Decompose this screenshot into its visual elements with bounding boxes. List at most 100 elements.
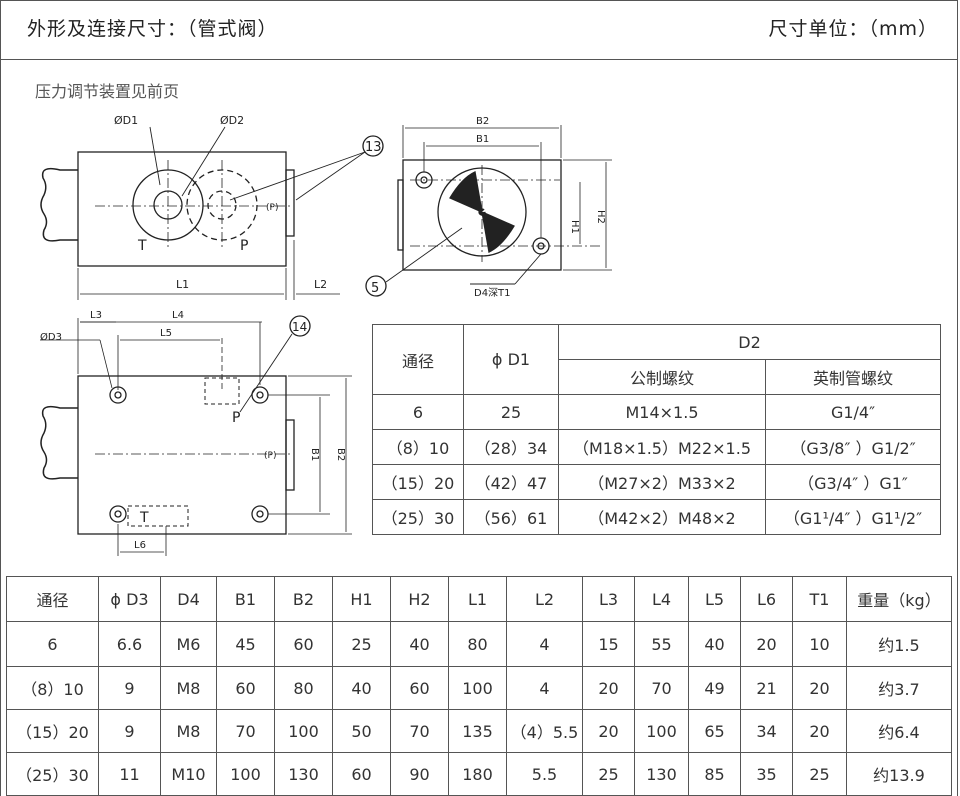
table-cell: 130: [274, 752, 333, 796]
b1-bottom-label: B1: [309, 448, 320, 461]
bore-header: 通径: [372, 324, 464, 395]
table-cell: 34: [740, 709, 793, 753]
d2-header: D2: [558, 324, 941, 360]
table-cell: 11: [98, 752, 161, 796]
h1-label: H1: [569, 220, 580, 234]
column-header: B2: [274, 576, 333, 622]
table-cell: 60: [332, 752, 391, 796]
table-cell: 135: [448, 709, 507, 753]
column-header: T1: [792, 576, 847, 622]
column-header: D4: [160, 576, 217, 622]
callout-13: 13: [362, 135, 384, 157]
table-cell: 25: [792, 752, 847, 796]
table-cell: 100: [448, 666, 507, 710]
column-header: L1: [448, 576, 507, 622]
table-cell: 50: [332, 709, 391, 753]
table-cell: 约1.5: [846, 621, 952, 667]
h2-label: H2: [595, 210, 606, 224]
table-cell: 100: [274, 709, 333, 753]
table-cell: 9: [98, 709, 161, 753]
table-cell: M6: [160, 621, 217, 667]
table-cell: 25: [582, 752, 635, 796]
table-cell: （25）30: [6, 752, 99, 796]
valve-drawing: ØD1 ØD2 T P (P) L1 L2 13: [40, 114, 612, 556]
table-cell: 40: [390, 621, 449, 667]
table-row: （15）20 （42）47 （M27×2）M33×2 （G3/4″ ）G1″: [372, 464, 941, 500]
svg-text:14: 14: [292, 320, 307, 334]
table-cell: 10: [792, 621, 847, 667]
table-cell: 5.5: [506, 752, 583, 796]
l4-label: L4: [172, 310, 184, 321]
l3-label: L3: [90, 310, 102, 321]
b2-label: B2: [476, 116, 489, 127]
table-cell: 20: [792, 666, 847, 710]
column-header: L4: [634, 576, 689, 622]
table-cell: 约6.4: [846, 709, 952, 753]
table-cell: 20: [740, 621, 793, 667]
d1-label: ØD1: [114, 114, 138, 127]
l5-label: L5: [160, 328, 172, 339]
column-header: ϕ D3: [98, 576, 161, 622]
table-cell: 40: [332, 666, 391, 710]
table-cell: 6: [6, 621, 99, 667]
table-cell: 9: [98, 666, 161, 710]
table-cell: 70: [216, 709, 275, 753]
d3-label: ØD3: [40, 331, 62, 343]
t-bottom-label: T: [139, 510, 149, 526]
b1-label: B1: [476, 134, 489, 145]
table-cell: 80: [274, 666, 333, 710]
pressure-note: 压力调节装置见前页: [35, 82, 180, 101]
column-header: L5: [688, 576, 741, 622]
table-cell: 100: [634, 709, 689, 753]
table-cell: （15）20: [6, 709, 99, 753]
table-cell: 15: [582, 621, 635, 667]
t-port-label: T: [137, 238, 147, 254]
page-title: 外形及连接尺寸：（管式阀）: [27, 18, 278, 40]
p-bottom-side-label: (P): [264, 451, 276, 461]
l6-label: L6: [134, 540, 146, 551]
table-cell: 180: [448, 752, 507, 796]
column-header: L6: [740, 576, 793, 622]
table-cell: 35: [740, 752, 793, 796]
callout-14: 14: [289, 315, 311, 337]
table-cell: 60: [274, 621, 333, 667]
table-cell: 60: [390, 666, 449, 710]
column-header: B1: [216, 576, 275, 622]
column-header: H1: [332, 576, 391, 622]
svg-text:5: 5: [371, 281, 379, 296]
table-cell: 70: [390, 709, 449, 753]
metric-header: 公制螺纹: [558, 359, 766, 395]
table-cell: 约3.7: [846, 666, 952, 710]
table-cell: 4: [506, 666, 583, 710]
imperial-header: 英制管螺纹: [765, 359, 941, 395]
column-header: 重量（kg）: [846, 576, 952, 622]
column-header: L2: [506, 576, 583, 622]
table-cell: 55: [634, 621, 689, 667]
table-row: （8）10 （28）34 （M18×1.5）M22×1.5 （G3/8″ ）G1…: [372, 429, 941, 465]
table-cell: 40: [688, 621, 741, 667]
content-frame: [0, 60, 958, 796]
d2-label: ØD2: [220, 114, 244, 127]
p-side-label: (P): [266, 203, 278, 213]
table-cell: 20: [792, 709, 847, 753]
column-header: 通径: [6, 576, 99, 622]
d1-header: ϕ D1: [463, 324, 559, 395]
table-cell: （4）5.5: [506, 709, 583, 753]
table-cell: 6.6: [98, 621, 161, 667]
l2-label: L2: [314, 278, 327, 291]
table-cell: M10: [160, 752, 217, 796]
side-view: [385, 125, 612, 285]
column-header: H2: [390, 576, 449, 622]
table-cell: 85: [688, 752, 741, 796]
table-cell: 21: [740, 666, 793, 710]
bottom-view: [40, 318, 352, 556]
table-cell: M8: [160, 666, 217, 710]
column-header: L3: [582, 576, 635, 622]
table-row: 6 25 M14×1.5 G1/4″: [372, 394, 941, 430]
